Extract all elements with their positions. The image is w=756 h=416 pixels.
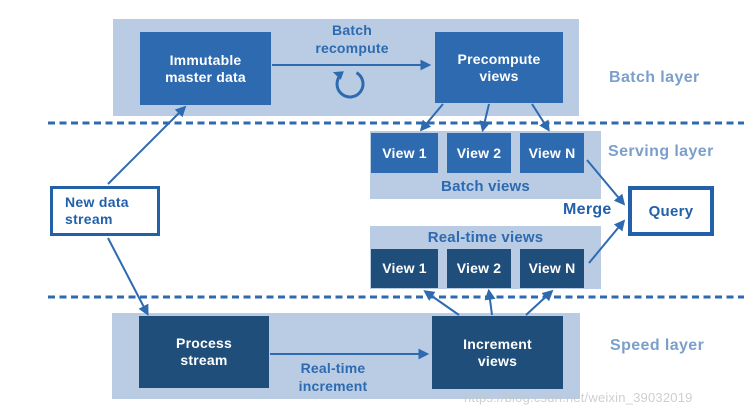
batch-views-title: Batch views xyxy=(441,178,530,195)
speed-layer-label: Speed layer xyxy=(610,337,705,354)
realtime-view-n-box: View N xyxy=(520,249,584,288)
new-data-stream-box: New data stream xyxy=(50,186,160,236)
realtime-increment-label: Real-time increment xyxy=(298,360,368,394)
watermark-text: https://blog.csdn.net/weixin_39032019 xyxy=(464,390,693,405)
realtime-view-2-box: View 2 xyxy=(447,249,511,288)
increment-views-box: Increment views xyxy=(432,316,563,389)
arrow-increment-to-rtviewn xyxy=(525,289,554,316)
immutable-master-data-box: Immutable master data xyxy=(140,32,271,105)
batch-layer-label: Batch layer xyxy=(609,69,700,86)
batch-view-n-box: View N xyxy=(520,133,584,173)
arrow-stream-to-immutable xyxy=(107,105,187,185)
batch-recompute-label: Batch recompute xyxy=(315,22,389,56)
process-stream-box: Process stream xyxy=(139,316,269,388)
batch-view-2-box: View 2 xyxy=(447,133,511,173)
arrow-increment-to-rtview2 xyxy=(484,288,496,316)
arrow-increment-to-rtview1 xyxy=(423,290,460,316)
serving-layer-label: Serving layer xyxy=(608,143,714,160)
precompute-views-box: Precompute views xyxy=(435,32,563,103)
realtime-view-1-box: View 1 xyxy=(371,249,438,288)
realtime-views-title: Real-time views xyxy=(427,229,544,246)
query-box: Query xyxy=(628,186,714,236)
merge-label: Merge xyxy=(563,201,612,218)
batch-view-1-box: View 1 xyxy=(371,133,438,173)
arrow-stream-to-process xyxy=(107,237,149,316)
